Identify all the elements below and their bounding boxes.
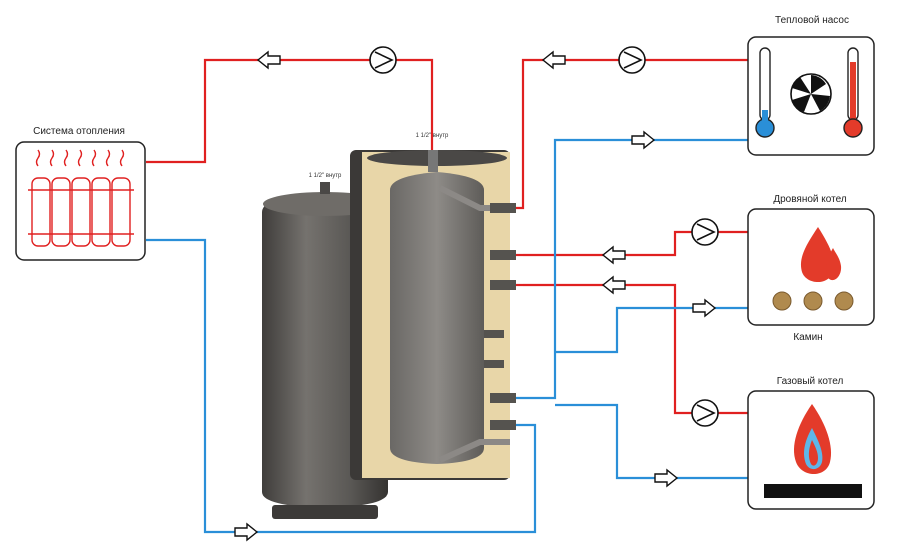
flame-icon <box>800 227 842 283</box>
gas-flame-icon <box>793 404 832 474</box>
burner-plate <box>764 484 862 498</box>
wood-boiler-box <box>747 208 875 326</box>
fan-icon <box>790 73 832 115</box>
wood-boiler-label: Дровяной котел <box>773 194 846 205</box>
port-label-left: 1 1/2" внутр <box>309 173 342 179</box>
logs-icon <box>772 291 854 311</box>
port-label-right: 1 1/2" внутр <box>416 133 449 139</box>
flow-arrow-icon <box>692 299 716 317</box>
heating-system-box <box>15 141 146 261</box>
flow-arrow-icon <box>542 51 566 69</box>
fireplace-label: Камин <box>793 332 822 343</box>
heat-pump-box <box>747 36 875 156</box>
buffer-tank-cutaway <box>350 150 516 480</box>
thermometer-hot-icon <box>843 47 863 138</box>
flow-arrow-icon <box>654 469 678 487</box>
pump-icon <box>369 46 397 74</box>
thermometer-cold-icon <box>755 47 775 138</box>
heat-pump-label: Тепловой насос <box>775 15 849 26</box>
flow-arrow-icon <box>631 131 655 149</box>
flow-arrow-icon <box>602 276 626 294</box>
pump-icon <box>618 46 646 74</box>
flow-arrow-icon <box>602 246 626 264</box>
flow-arrow-icon <box>234 523 258 541</box>
flow-arrow-icon <box>257 51 281 69</box>
heating-system-label: Система отопления <box>33 126 125 137</box>
pump-icon <box>691 399 719 427</box>
gas-boiler-box <box>747 390 875 510</box>
radiator-icon <box>28 149 134 247</box>
pump-icon <box>691 218 719 246</box>
gas-boiler-label: Газовый котел <box>777 376 844 387</box>
